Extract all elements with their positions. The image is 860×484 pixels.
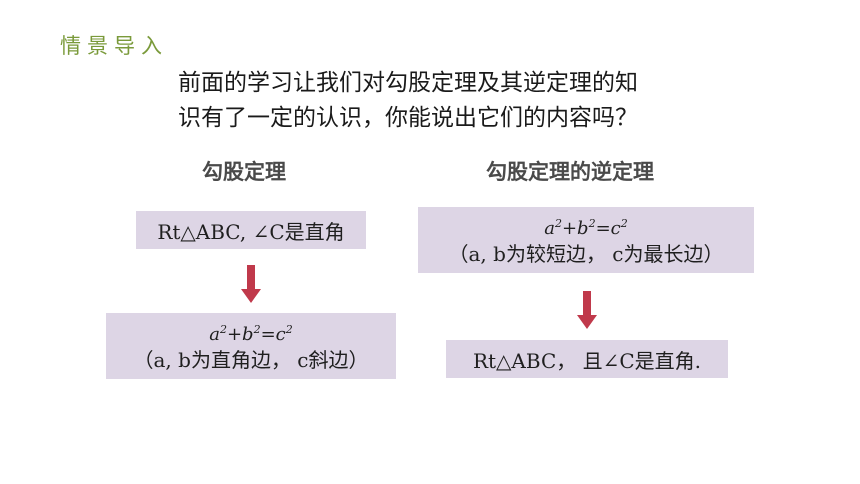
left-premise-text: Rt△ABC, ∠C是直角 — [157, 219, 345, 244]
right-heading: 勾股定理的逆定理 — [486, 160, 654, 184]
right-formula: a2+b2=c2 — [544, 216, 628, 239]
intro-text: 前面的学习让我们对勾股定理及其逆定理的知 识有了一定的认识，你能说出它们的内容吗… — [178, 66, 718, 136]
left-conclusion-box: a2+b2=c2 （a, b为直角边， c斜边） — [106, 313, 396, 379]
left-heading: 勾股定理 — [202, 160, 286, 184]
right-premise-box: a2+b2=c2 （a, b为较短边， c为最长边） — [418, 207, 754, 273]
left-formula: a2+b2=c2 — [209, 322, 293, 345]
intro-line-1: 前面的学习让我们对勾股定理及其逆定理的知 — [178, 70, 638, 96]
left-premise-box: Rt△ABC, ∠C是直角 — [136, 211, 366, 249]
left-note: （a, b为直角边， c斜边） — [133, 347, 369, 372]
right-arrow-icon — [577, 291, 597, 329]
left-arrow-icon — [241, 265, 261, 303]
intro-line-2: 识有了一定的认识，你能说出它们的内容吗？ — [178, 105, 638, 131]
right-note: （a, b为较短边， c为最长边） — [448, 241, 724, 266]
right-conclusion-box: Rt△ABC， 且∠C是直角. — [446, 340, 728, 378]
right-conclusion-text: Rt△ABC， 且∠C是直角. — [472, 348, 702, 373]
section-title: 情景导入 — [60, 34, 168, 58]
